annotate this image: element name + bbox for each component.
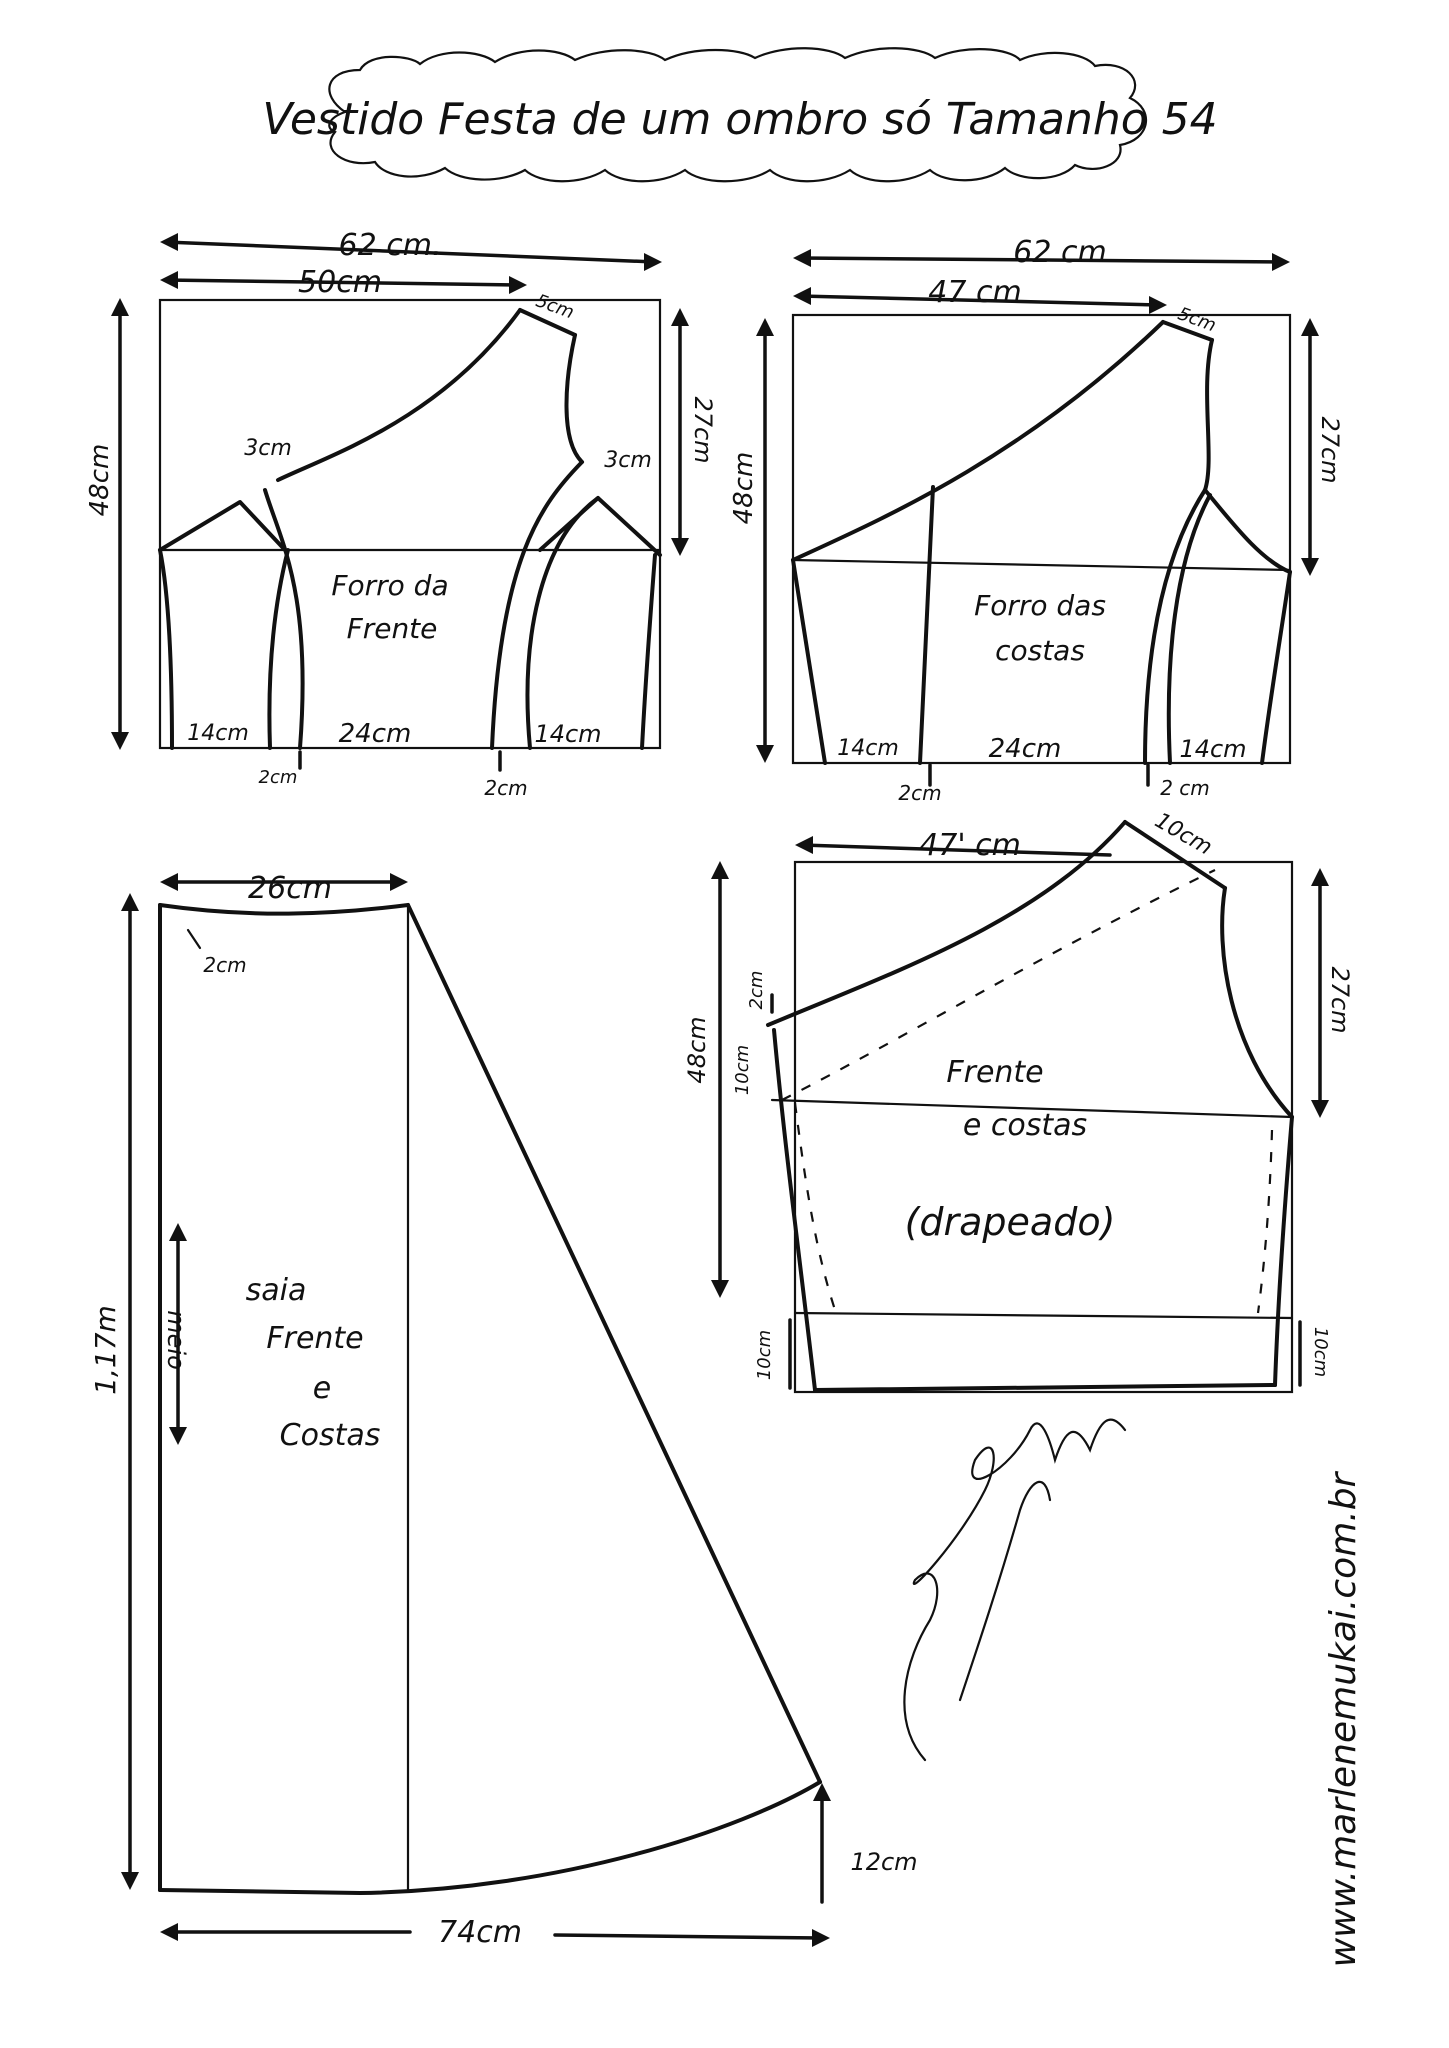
saia-hem-width: 74cm: [438, 1915, 522, 1950]
forro-frente-label-2: Frente: [347, 612, 438, 645]
saia-label-4: Costas: [280, 1418, 381, 1453]
frente-costas-label-1: Frente: [946, 1055, 1043, 1090]
title-text: Vestido Festa de um ombro só Tamanho 54: [262, 94, 1217, 145]
frente-costas-side-drop: 10cm: [732, 1045, 753, 1095]
title-cloud: Vestido Festa de um ombro só Tamanho 54: [262, 47, 1218, 183]
forro-frente-ease-right: 2cm: [484, 776, 527, 800]
saia-waist-curve: 2cm: [203, 953, 246, 977]
forro-frente-bottom-left: 14cm: [187, 721, 249, 746]
forro-costas-shoulder: 5cm: [1175, 303, 1219, 336]
forro-frente-height: 48cm: [85, 444, 115, 517]
forro-frente-bottom-mid: 24cm: [339, 719, 412, 749]
forro-frente-armhole: 27cm: [689, 396, 717, 463]
forro-costas-bottom-left: 14cm: [837, 736, 899, 761]
forro-costas-piece: Forro das costas 62 cm 47 cm 5cm 48cm 27…: [729, 235, 1344, 805]
frente-costas-width-top: 47' cm: [919, 828, 1021, 863]
forro-frente-width-total: 62 cm.: [339, 228, 442, 263]
saia-length: 1,17m: [89, 1305, 122, 1395]
forro-frente-dart-right: 3cm: [604, 448, 652, 473]
website-text: www.marlenemukai.com.br: [1323, 1470, 1364, 1967]
saia-hem-rise: 12cm: [850, 1848, 917, 1876]
frente-costas-side-top: 2cm: [746, 971, 767, 1010]
forro-costas-width-top: 47 cm: [928, 275, 1021, 310]
forro-frente-dart-left: 3cm: [244, 436, 292, 461]
saia-label-1: saia: [246, 1273, 307, 1308]
forro-frente-bottom-right: 14cm: [534, 720, 601, 748]
saia-label-2: Frente: [266, 1321, 363, 1356]
saia-fold: meio: [162, 1310, 190, 1370]
forro-costas-label-1: Forro das: [974, 589, 1106, 622]
frente-costas-shoulder: 10cm: [1150, 808, 1216, 860]
forro-costas-bottom-right: 14cm: [1179, 735, 1246, 763]
frente-costas-armhole: 27cm: [1326, 966, 1354, 1033]
saia-waist-width: 26cm: [248, 871, 332, 906]
forro-frente-piece: Forro da Frente 62 cm. 50cm 5cm 48cm 27c…: [85, 228, 717, 800]
forro-costas-height: 48cm: [729, 452, 759, 525]
frente-costas-label-3: (drapeado): [905, 1200, 1116, 1244]
forro-costas-armhole: 27cm: [1316, 416, 1344, 483]
forro-frente-width-top: 50cm: [298, 265, 382, 300]
frente-costas-label-2: e costas: [963, 1108, 1087, 1143]
saia-piece: saia Frente e Costas meio 26cm 2cm 1,17m…: [89, 871, 918, 1950]
forro-costas-ease-left: 2cm: [898, 781, 941, 805]
saia-label-3: e: [313, 1371, 331, 1406]
frente-costas-piece: Frente e costas (drapeado) 47' cm 10cm 4…: [683, 808, 1354, 1394]
frente-costas-height: 48cm: [683, 1016, 711, 1083]
frente-costas-hem-left: 10cm: [754, 1330, 775, 1380]
forro-costas-bottom-mid: 24cm: [989, 734, 1062, 764]
forro-costas-label-2: costas: [995, 634, 1085, 667]
forro-frente-label-1: Forro da: [331, 569, 448, 602]
signature: [903, 1418, 1127, 1762]
forro-frente-ease-left: 2cm: [259, 767, 298, 788]
frente-costas-hem-right: 10cm: [1310, 1327, 1331, 1377]
forro-costas-ease-right: 2 cm: [1160, 776, 1210, 800]
forro-costas-width-total: 62 cm: [1013, 235, 1106, 270]
